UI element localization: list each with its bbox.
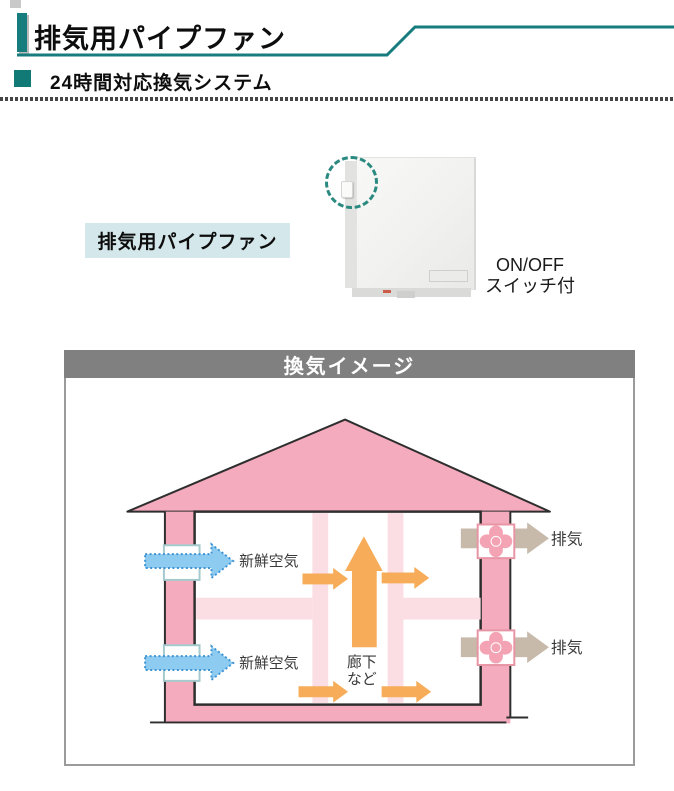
switch-highlight-circle <box>325 156 378 209</box>
diagram-header: 換気イメージ <box>64 350 635 378</box>
product-logo-strip <box>429 270 468 282</box>
corridor-wall-right <box>387 513 404 704</box>
house-left-wall <box>164 511 195 724</box>
fresh-air-label-upper: 新鮮空気 <box>239 552 298 570</box>
section-subtitle: 24時間対応換気システム <box>50 73 273 94</box>
title-accent-bar <box>17 13 27 52</box>
corridor-label-line1: 廊下 <box>347 654 377 671</box>
corridor-arrow-lower-left <box>298 680 349 703</box>
exhaust-label-upper: 排気 <box>551 530 583 548</box>
corridor-wall-left <box>312 513 329 704</box>
corridor-label-line2: など <box>347 671 377 688</box>
pipe-fan-lower <box>476 629 516 667</box>
corridor-up-arrow <box>345 536 383 648</box>
diagram-body: 新鮮空気 新鮮空気 廊下 など 排気 排気 <box>64 378 635 766</box>
ventilation-diagram-box: 換気イメージ <box>64 350 635 768</box>
scan-artifact <box>10 0 21 8</box>
page-title: 排気用パイプファン <box>34 24 286 54</box>
product-photo-red-marks <box>383 290 391 293</box>
product-name-label: 排気用パイプファン <box>85 223 290 258</box>
corridor-arrow-lower-right <box>381 680 432 703</box>
dotted-divider <box>0 97 674 101</box>
fresh-air-arrow-lower <box>144 644 235 682</box>
pipe-fan-upper <box>476 523 516 560</box>
diagram-title: 換気イメージ <box>283 355 416 378</box>
product-photo-side-edge <box>345 161 356 288</box>
exhaust-label-lower: 排気 <box>551 639 583 657</box>
fresh-air-arrow-upper <box>144 542 235 580</box>
switch-note-line2: スイッチ付 <box>485 276 575 296</box>
subtitle-bullet-square <box>14 70 31 87</box>
switch-note: ON/OFF スイッチ付 <box>478 255 582 297</box>
house-roof <box>126 418 551 513</box>
corridor-arrow-upper-left <box>302 568 349 590</box>
product-photo-base-tab <box>397 291 415 298</box>
house-floor-slab <box>168 704 507 724</box>
switch-note-line1: ON/OFF <box>496 255 564 275</box>
mid-floor-right <box>403 597 481 620</box>
mid-floor-left <box>196 597 313 620</box>
product-name-text: 排気用パイプファン <box>97 232 278 253</box>
header-rule-line <box>17 25 674 57</box>
corridor-arrow-upper-right <box>381 567 430 589</box>
fresh-air-label-lower: 新鮮空気 <box>239 654 298 672</box>
house-ventilation-illustration: 新鮮空気 新鮮空気 廊下 など 排気 排気 <box>126 418 583 724</box>
house-outline-lines <box>150 511 529 724</box>
